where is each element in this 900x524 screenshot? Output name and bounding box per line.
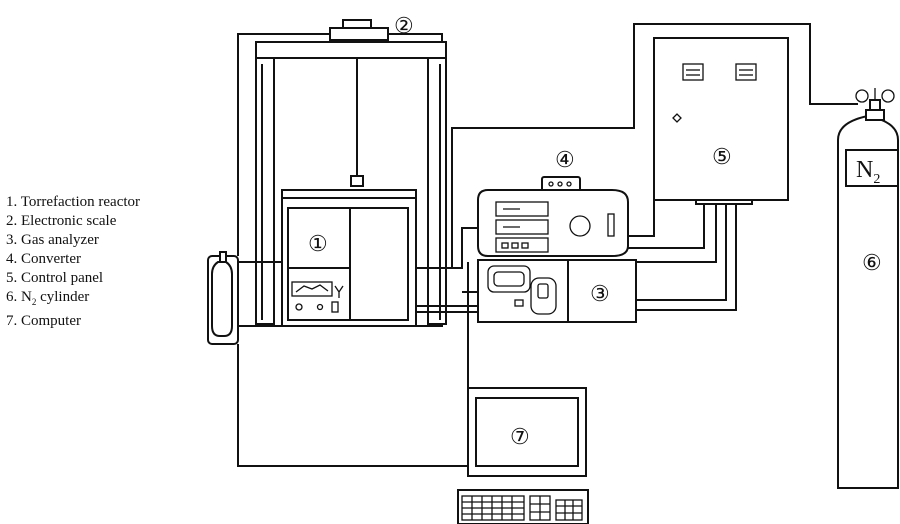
- side-vessel: [207, 251, 239, 345]
- cylinder-gas-label: N2: [856, 157, 880, 187]
- electronic-scale: [329, 19, 389, 41]
- legend-item-gas-analyzer: 3. Gas analyzer: [6, 232, 99, 248]
- legend-item-control-panel: 5. Control panel: [6, 270, 104, 286]
- marker-6: ⑥: [862, 250, 882, 275]
- legend-item-converter: 4. Converter: [6, 251, 81, 267]
- computer: [457, 387, 589, 524]
- control-panel: [653, 37, 789, 205]
- component-legend: 1. Torrefaction reactor 2. Electronic sc…: [6, 193, 140, 331]
- legend-item-n2-cylinder: 6. N2 cylinder: [6, 289, 90, 307]
- marker-2: ②: [394, 13, 414, 38]
- gas-analyzer: [477, 259, 637, 323]
- legend-item-computer: 7. Computer: [6, 313, 81, 329]
- marker-1: ①: [308, 231, 328, 256]
- n2-cylinder: [837, 88, 899, 489]
- marker-3: ③: [590, 281, 610, 306]
- converter: [541, 176, 581, 192]
- reactor-frame: [237, 33, 447, 327]
- marker-5: ⑤: [712, 144, 732, 169]
- legend-item-electronic-scale: 2. Electronic scale: [6, 213, 117, 229]
- torrefaction-reactor: [281, 189, 417, 327]
- converter-unit: [477, 189, 629, 257]
- legend-item-torrefaction-reactor: 1. Torrefaction reactor: [6, 194, 141, 210]
- connection-lines: [237, 23, 858, 467]
- marker-7: ⑦: [510, 424, 530, 449]
- marker-4: ④: [555, 147, 575, 172]
